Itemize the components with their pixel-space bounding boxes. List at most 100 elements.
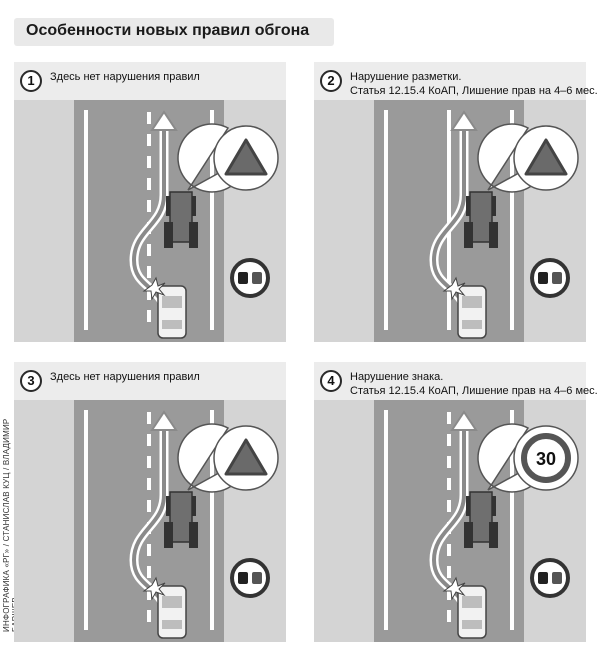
tractor-wheel-front-left	[466, 496, 472, 516]
sign-car-left	[238, 272, 248, 284]
tractor-body	[469, 191, 493, 243]
road-edge-right	[210, 110, 214, 330]
slow-vehicle-triangle-icon	[224, 138, 268, 176]
panel-3-caption: Здесь нет нарушения правил	[50, 370, 200, 384]
panel-3-caption-line1: Здесь нет нарушения правил	[50, 371, 200, 383]
center-line-dash	[447, 456, 451, 468]
car-windshield	[162, 296, 182, 308]
center-line-dash	[147, 456, 151, 468]
tractor-wheel-front-right	[490, 496, 496, 516]
tractor-wheel-rear-right	[189, 522, 198, 548]
panel-3-number: 3	[20, 370, 42, 392]
turn-signal-flash	[442, 576, 466, 601]
panel-1-header: 1 Здесь нет нарушения правил	[14, 62, 286, 100]
panel-2-number: 2	[320, 70, 342, 92]
no-overtaking-sign-icon	[230, 258, 270, 298]
tractor	[464, 191, 498, 248]
center-line-dash	[147, 200, 151, 212]
tractor-wheel-rear-right	[489, 222, 498, 248]
slow-vehicle-triangle-icon	[524, 138, 568, 176]
sign-car-right	[552, 572, 562, 584]
center-line-dash	[147, 412, 151, 424]
no-overtaking-sign-ring	[230, 258, 270, 298]
panel-1-scene	[74, 100, 279, 342]
sign-car-left	[538, 272, 548, 284]
speed-limit-value: 30	[536, 449, 556, 469]
panel-3-header: 3 Здесь нет нарушения правил	[14, 362, 286, 400]
tractor-body	[469, 491, 493, 543]
tractor-wheel-rear-left	[464, 522, 473, 548]
sign-car-right	[552, 272, 562, 284]
center-line-dash	[147, 434, 151, 446]
no-overtaking-sign-icon	[230, 558, 270, 598]
car-rear-window	[462, 320, 482, 329]
road-edge-left	[384, 410, 388, 630]
car	[157, 285, 187, 339]
panel-2: 2 Нарушение разметки. Статья 12.15.4 КоА…	[314, 62, 598, 342]
trajectory-arrowhead	[150, 410, 178, 431]
center-line-dash	[447, 412, 451, 424]
center-line-dash	[447, 588, 451, 600]
center-line-dash	[447, 610, 451, 622]
center-line-dash	[147, 544, 151, 556]
center-line-dash	[447, 434, 451, 446]
road-edge-right	[210, 410, 214, 630]
no-overtaking-sign-ring	[530, 258, 570, 298]
tractor-wheel-rear-left	[164, 222, 173, 248]
car	[157, 585, 187, 639]
panel-3: 3 Здесь нет нарушения правил	[14, 362, 286, 642]
no-overtaking-sign-icon	[530, 558, 570, 598]
center-line-solid	[447, 110, 451, 330]
center-line-dash	[147, 610, 151, 622]
center-line-dash	[447, 544, 451, 556]
page-title: Особенности новых правил обгона	[26, 22, 310, 39]
panel-1: 1 Здесь нет нарушения правил	[14, 62, 286, 342]
panel-3-scene	[74, 400, 279, 642]
turn-signal-flash	[142, 276, 166, 301]
center-line-dash	[147, 244, 151, 256]
car-rear-window	[462, 620, 482, 629]
panel-4-caption-line2: Статья 12.15.4 КоАП, Лишение прав на 4–6…	[350, 385, 598, 397]
turn-signal-flash	[442, 276, 466, 301]
road-edge-right	[510, 110, 514, 330]
car-rear-window	[162, 320, 182, 329]
tractor-body	[169, 191, 193, 243]
road-edge-left	[384, 110, 388, 330]
sign-car-left	[538, 572, 548, 584]
car	[457, 585, 487, 639]
turn-signal-flash	[142, 576, 166, 601]
tractor-wheel-front-left	[166, 196, 172, 216]
panel-2-caption: Нарушение разметки. Статья 12.15.4 КоАП,…	[350, 70, 598, 98]
sign-car-left	[238, 572, 248, 584]
center-line-dash	[147, 588, 151, 600]
center-line-dash	[147, 310, 151, 322]
center-line-dash	[147, 566, 151, 578]
center-line-dash	[147, 500, 151, 512]
road-edge-left	[84, 110, 88, 330]
speed-limit-sign-icon	[521, 433, 571, 483]
tractor-wheel-front-right	[190, 496, 196, 516]
tractor-wheel-rear-right	[189, 222, 198, 248]
panel-4-header: 4 Нарушение знака. Статья 12.15.4 КоАП, …	[314, 362, 598, 400]
center-line-dash	[147, 134, 151, 146]
panel-4-caption-line1: Нарушение знака.	[350, 371, 444, 383]
panel-2-caption-line2: Статья 12.15.4 КоАП, Лишение прав на 4–6…	[350, 85, 598, 97]
center-line-dash	[447, 500, 451, 512]
car-windshield	[462, 296, 482, 308]
tractor-wheel-rear-left	[164, 522, 173, 548]
car-windshield	[462, 596, 482, 608]
center-line-dash	[147, 288, 151, 300]
center-line-dash	[447, 478, 451, 490]
panel-1-caption-line1: Здесь нет нарушения правил	[50, 71, 200, 83]
slow-vehicle-triangle-icon	[224, 438, 268, 476]
panel-2-header: 2 Нарушение разметки. Статья 12.15.4 КоА…	[314, 62, 598, 100]
road-edge-left	[84, 410, 88, 630]
sign-car-right	[252, 572, 262, 584]
tractor-wheel-rear-left	[464, 222, 473, 248]
center-line-dash	[147, 156, 151, 168]
tractor-wheel-front-left	[466, 196, 472, 216]
panel-2-caption-line1: Нарушение разметки.	[350, 71, 462, 83]
panel-4-caption: Нарушение знака. Статья 12.15.4 КоАП, Ли…	[350, 370, 598, 398]
trajectory-arrowhead	[150, 110, 178, 131]
tractor-body	[169, 491, 193, 543]
